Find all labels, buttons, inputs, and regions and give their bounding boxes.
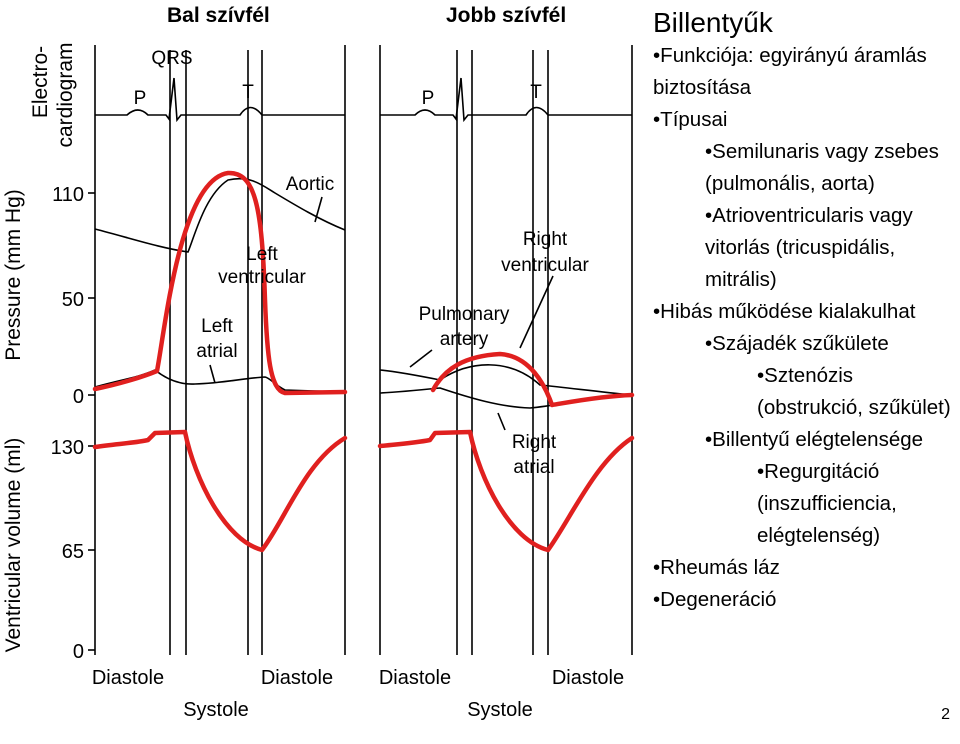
right-ventricular-label-1: Right xyxy=(523,229,568,250)
bullet-item: •Szájadék szűkülete xyxy=(705,332,889,355)
pressure-tick-110: 110 xyxy=(52,184,84,206)
ecg-axis-label-2: cardiogram xyxy=(54,42,77,147)
p-wave-label-right: P xyxy=(422,88,435,109)
left-ventricular-label-2: ventricular xyxy=(218,267,306,288)
cardiac-cycle-figure: Electro- cardiogram Pressure (mm Hg) Ven… xyxy=(2,42,635,721)
left-atrial-label-2: atrial xyxy=(196,341,237,362)
bullet-item: •Rheumás láz xyxy=(653,556,780,579)
bullet-item-continuation: vitorlás (tricuspidális, xyxy=(705,236,896,259)
slide-text-panel: Billentyűk •Funkciója: egyirányú áramlás… xyxy=(653,6,958,616)
bullet-item-continuation: (inszufficiencia, xyxy=(757,492,897,515)
pressure-tick-50: 50 xyxy=(62,289,84,311)
bullet-item: •Degeneráció xyxy=(653,588,777,611)
cardiac-cycle-diagram: Electro- cardiogram Pressure (mm Hg) Ven… xyxy=(2,42,635,721)
bullet-item: •Atrioventricularis vagy xyxy=(705,204,913,227)
ecg-axis-label-1: Electro- xyxy=(29,46,52,118)
left-heart-header: Bal szívfél xyxy=(167,4,270,27)
qrs-label-left: QRS xyxy=(151,48,192,69)
bullet-item: •Regurgitáció xyxy=(757,460,880,483)
bullet-item: •Funkciója: egyirányú áramlás xyxy=(653,44,927,67)
t-wave-label-left: T xyxy=(242,82,254,103)
slide-title: Billentyűk xyxy=(653,7,773,38)
left-ventricular-volume-curve xyxy=(92,429,348,553)
diastole-label: Diastole xyxy=(379,667,451,689)
right-ventricular-pressure-curve xyxy=(430,351,635,408)
right-atrial-label-1: Right xyxy=(512,432,557,453)
volume-tick-130: 130 xyxy=(51,437,84,459)
pressure-axis-label: Pressure (mm Hg) xyxy=(2,189,25,361)
diastole-label: Diastole xyxy=(92,667,164,689)
volume-tick-0: 0 xyxy=(73,641,84,663)
t-wave-label-right: T xyxy=(530,82,542,103)
p-wave-label-left: P xyxy=(134,88,147,109)
bullet-item-continuation: (obstrukció, szűkület) xyxy=(757,396,951,419)
bullet-item: •Hibás működése kialakulhat xyxy=(653,300,916,323)
bullet-list: •Funkciója: egyirányú áramlás biztosítása… xyxy=(653,40,958,616)
pulmonary-artery-label-1: Pulmonary xyxy=(419,304,510,325)
bullet-item-continuation: elégtelenség) xyxy=(757,524,881,547)
bullet-item-continuation: (pulmonális, aorta) xyxy=(705,172,875,195)
page-number: 2 xyxy=(941,706,950,723)
bullet-item-continuation: biztosítása xyxy=(653,76,751,99)
ecg-trace-right xyxy=(380,77,632,123)
pulmonary-artery-pressure-curve xyxy=(379,364,633,396)
right-heart-header: Jobb szívfél xyxy=(446,4,567,27)
aortic-label: Aortic xyxy=(286,174,335,195)
ecg-trace-left xyxy=(95,77,345,123)
right-ventricular-label-2: ventricular xyxy=(501,255,589,276)
bullet-item: •Típusai xyxy=(653,108,728,131)
systole-label: Systole xyxy=(183,699,249,721)
bullet-item: •Sztenózis xyxy=(757,364,854,387)
volume-tick-65: 65 xyxy=(62,541,84,563)
right-ventricular-volume-curve xyxy=(377,429,635,553)
left-ventricular-label-1: Left xyxy=(246,244,278,265)
bullet-item-continuation: mitrális) xyxy=(705,268,777,291)
systole-label: Systole xyxy=(467,699,533,721)
bullet-item: •Semilunaris vagy zsebes xyxy=(705,140,939,163)
diastole-label: Diastole xyxy=(261,667,333,689)
diastole-label: Diastole xyxy=(552,667,624,689)
left-atrial-label-1: Left xyxy=(201,316,233,337)
pulmonary-artery-label-2: artery xyxy=(440,329,489,350)
right-atrial-label-2: atrial xyxy=(513,457,554,478)
pressure-tick-0: 0 xyxy=(73,386,84,408)
bullet-item: •Billentyű elégtelensége xyxy=(705,428,924,451)
volume-axis-label: Ventricular volume (ml) xyxy=(2,438,25,653)
left-ventricular-pressure-curve xyxy=(92,170,348,396)
aortic-pressure-curve xyxy=(94,177,346,253)
